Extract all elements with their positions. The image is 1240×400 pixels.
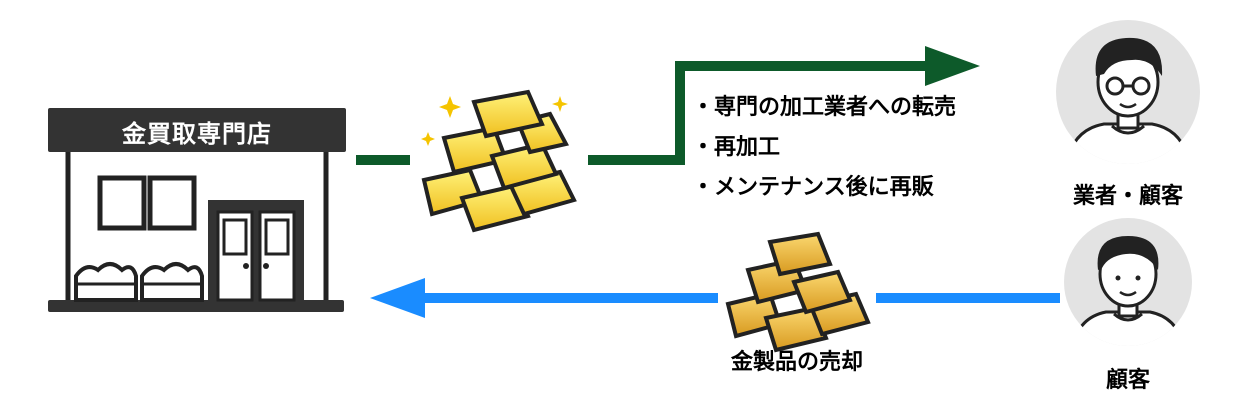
top-actor-label: 業者・顧客 — [1072, 184, 1183, 209]
store-building-icon — [48, 108, 346, 312]
resale-route-list: 専門の加工業者への転売 再加工 メンテナンス後に再販 — [698, 88, 956, 208]
gold-bars-icon — [410, 72, 588, 234]
route-item-reprocessing: 再加工 — [698, 128, 956, 168]
inflow-arrow — [370, 278, 1060, 318]
bottom-actor-label: 顧客 — [1105, 368, 1150, 393]
route-item-resale-after-maintenance: メンテナンス後に再販 — [698, 168, 956, 208]
inflow-label: 金製品の売却 — [730, 350, 863, 375]
customer-avatar — [1064, 218, 1192, 346]
business-customer-avatar — [1056, 20, 1200, 164]
gold-products-icon — [718, 226, 876, 356]
route-item-resale-to-processor: 専門の加工業者への転売 — [698, 88, 956, 128]
store-sign-label: 金買取専門店 — [122, 120, 272, 148]
